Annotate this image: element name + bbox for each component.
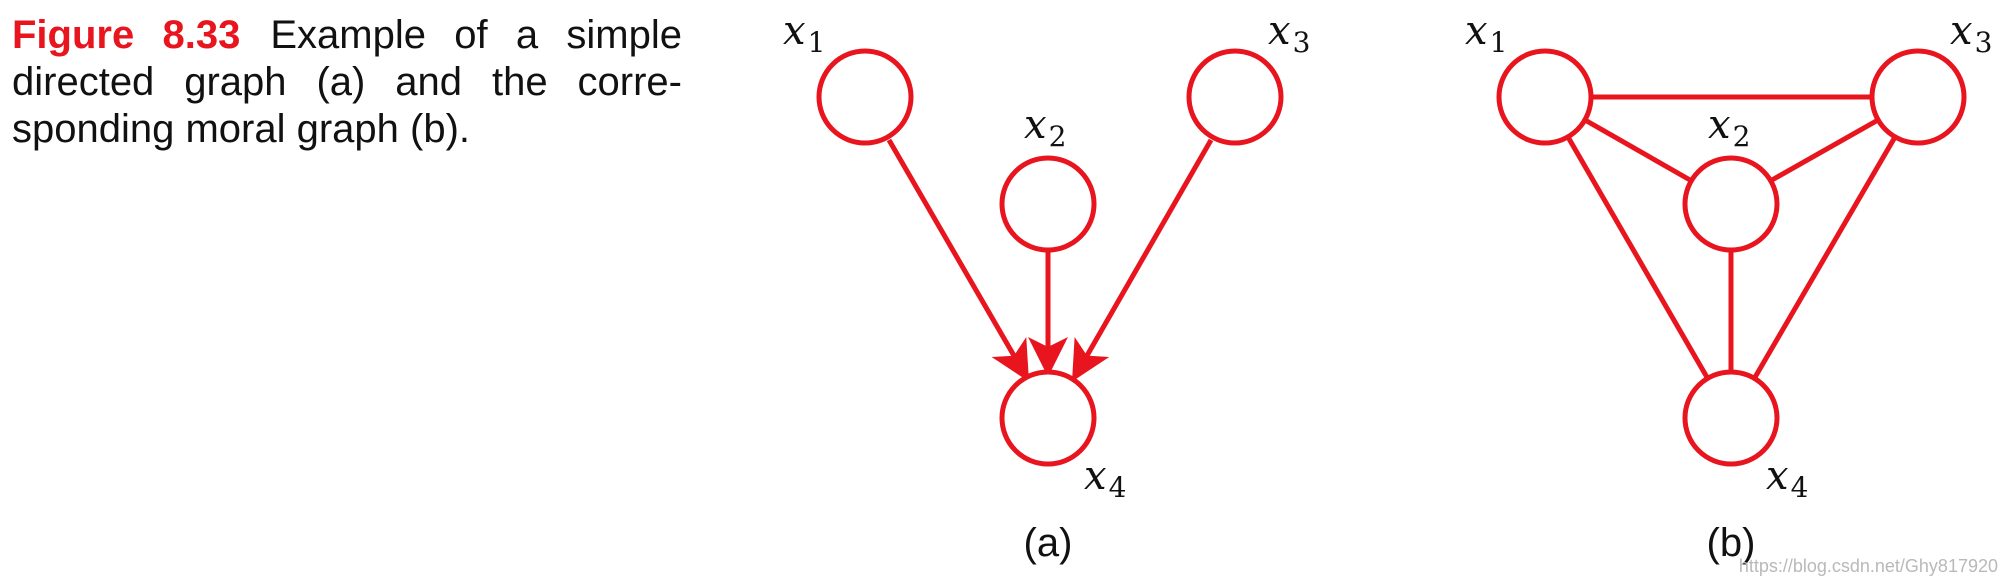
caption-text: Example of a simple directed graph (a) a… (12, 13, 682, 151)
edge-b-x1-x4 (1565, 135, 1711, 381)
panel-label-b: (b) (1707, 521, 1756, 565)
node-a-x4 (999, 369, 1097, 467)
panel-a-directed-graph: x1 x2 x3 x4 (a) (783, 8, 1310, 565)
edge-b-x1-x2 (1583, 117, 1692, 183)
label-a-x3: x3 (1268, 8, 1310, 59)
figure-label: Figure 8.33 (12, 13, 241, 57)
label-b-x2: x2 (1708, 102, 1750, 153)
label-b-x3: x3 (1950, 8, 1992, 59)
node-b-x4 (1682, 369, 1780, 467)
label-a-x4: x4 (1084, 453, 1126, 504)
edge-b-x2-x3 (1770, 117, 1880, 183)
label-a-x2: x2 (1024, 102, 1066, 153)
watermark: https://blog.csdn.net/Ghy817920 (1739, 556, 1998, 576)
node-b-x3 (1869, 48, 1967, 146)
panel-b-moral-graph: x1 x2 x3 x4 (b) (1465, 8, 1992, 565)
node-a-x3 (1186, 48, 1284, 146)
label-a-x1: x1 (783, 8, 825, 59)
node-b-x2 (1682, 155, 1780, 253)
panel-label-a: (a) (1024, 521, 1073, 565)
edge-b-x3-x4 (1751, 135, 1898, 381)
edge-a-x1-x4 (886, 138, 1030, 382)
node-a-x1 (816, 48, 914, 146)
label-b-x1: x1 (1465, 8, 1507, 59)
node-b-x1 (1496, 48, 1594, 146)
node-a-x2 (999, 155, 1097, 253)
label-b-x4: x4 (1766, 453, 1808, 504)
edge-a-x3-x4 (1072, 138, 1214, 382)
